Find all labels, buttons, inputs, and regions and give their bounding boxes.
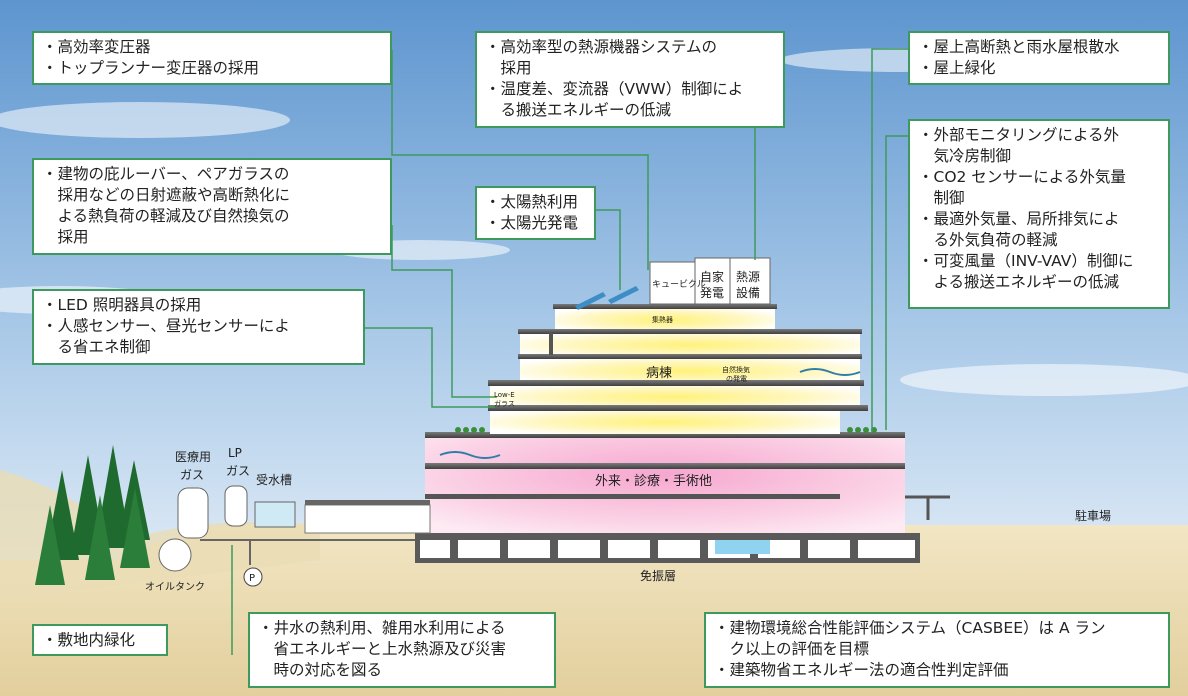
outpatient-block <box>304 432 905 534</box>
parking-canopy <box>905 495 950 520</box>
callout-shading: ・建物の庇ルーバー、ペアガラスの 採用などの日射遮蔽や高断熱化に よる熱負荷の軽… <box>32 158 392 255</box>
outpatient-label: 外来・診療・手術他 <box>595 473 712 489</box>
hill <box>0 470 320 600</box>
callout-greening: ・敷地内緑化 <box>32 624 168 656</box>
solar-panels <box>575 286 639 310</box>
water-tank-label: 受水槽 <box>256 473 292 487</box>
callout-solar: ・太陽熱利用 ・太陽光発電 <box>475 186 596 240</box>
natural-ventilation-arrows <box>439 368 861 459</box>
lp-gas-label-1: LP <box>228 446 242 460</box>
heat-equipment-label-1: 熱源 <box>736 270 760 284</box>
natural-vent-label-1: 自然換気 <box>722 365 750 374</box>
callout-transformer: ・高効率変圧器 ・トップランナー変圧器の採用 <box>32 31 392 85</box>
natural-vent-label-2: の発電 <box>726 374 747 383</box>
trees <box>35 445 150 585</box>
utility-tanks <box>158 485 415 587</box>
callout-lighting: ・LED 照明器具の採用 ・人感センサー、昼光センサーによ る省エネ制御 <box>32 289 365 365</box>
callout-roof: ・屋上高断熱と雨水屋根散水 ・屋上緑化 <box>908 31 1170 85</box>
heat-equipment-label-2: 設備 <box>736 285 760 300</box>
private-power-label-1: 自家 <box>700 269 724 284</box>
pump-label: P <box>249 573 255 584</box>
callout-heat-source: ・高効率型の熱源機器システムの 採用 ・温度差、変流器（VWW）制御によ る搬送… <box>475 31 785 128</box>
medical-gas-label-1: 医療用 <box>175 450 211 464</box>
lowe-label-2: ガラス <box>494 399 515 408</box>
solar-collector-label: 集熱器 <box>652 315 673 324</box>
roof-equipment <box>649 257 771 305</box>
callout-well-water: ・井水の熱利用、雑用水利用による 省エネルギーと上水熱源及び災害 時の対応を図る <box>248 612 556 688</box>
ward-tower <box>488 304 868 434</box>
base-isolation-label: 免振層 <box>640 568 676 583</box>
leader-lines <box>231 48 910 655</box>
ward-label: 病棟 <box>646 366 672 381</box>
callout-casbee: ・建物環境総合性能評価システム（CASBEE）は A ラン ク以上の評価を目標 … <box>704 612 1170 688</box>
callout-outdoor-air: ・外部モニタリングによる外 気冷房制御 ・CO2 センサーによる外気量 制御 ・… <box>908 119 1170 309</box>
parking-label: 駐車場 <box>1075 508 1111 523</box>
oil-tank-label: オイルタンク <box>145 581 205 593</box>
cubicle-label: キュービクル <box>652 279 706 290</box>
base-isolation-layer <box>415 533 920 563</box>
medical-gas-label-2: ガス <box>180 468 204 482</box>
lp-gas-label-2: ガス <box>226 464 250 478</box>
lowe-label-1: Low-E <box>494 391 515 399</box>
private-power-label-2: 発電 <box>700 286 724 300</box>
